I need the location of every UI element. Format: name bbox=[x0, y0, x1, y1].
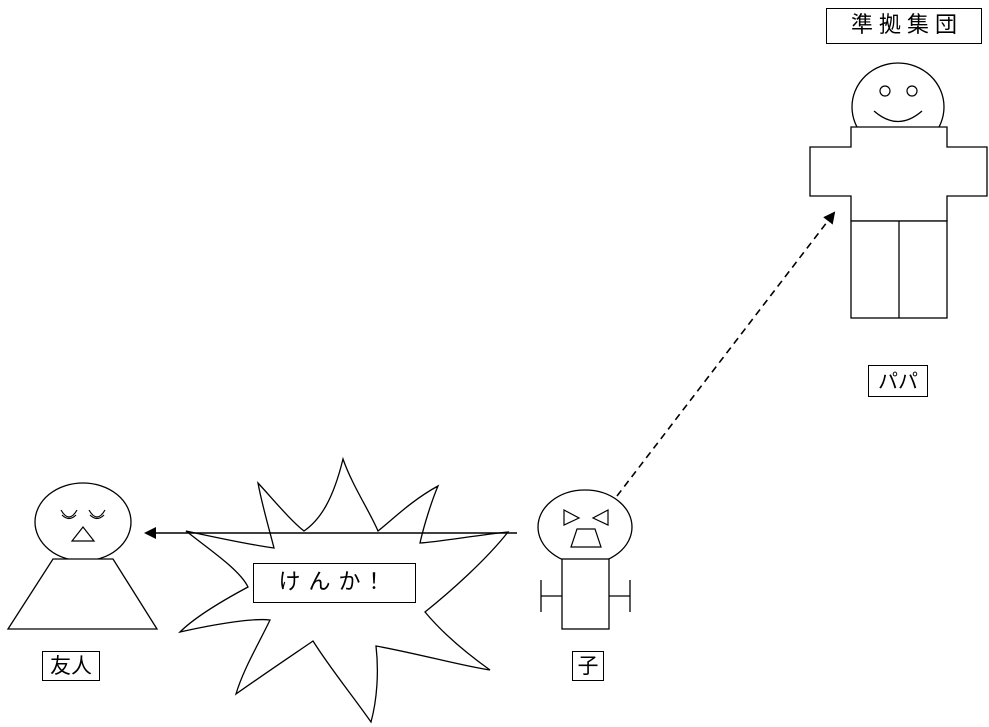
papa-figure bbox=[809, 62, 988, 319]
papa-torso bbox=[809, 126, 988, 222]
papa-label: パパ bbox=[868, 365, 928, 397]
arrow-child-to-papa bbox=[616, 211, 836, 497]
papa-right-eye bbox=[906, 85, 918, 97]
papa-mouth bbox=[873, 110, 923, 123]
child-figure bbox=[537, 489, 633, 630]
child-left-eye bbox=[563, 509, 581, 526]
friend-figure bbox=[6, 482, 159, 630]
friend-body bbox=[6, 558, 159, 630]
reference-group-label: 準拠集団 bbox=[826, 8, 982, 44]
papa-left-eye bbox=[879, 85, 891, 97]
child-mouth bbox=[570, 528, 602, 548]
child-body bbox=[561, 558, 610, 630]
child-label: 子 bbox=[572, 651, 604, 681]
friend-right-eye bbox=[88, 509, 106, 520]
friend-label: 友人 bbox=[42, 651, 100, 681]
friend-mouth bbox=[70, 526, 96, 542]
child-right-eye bbox=[591, 509, 609, 526]
friend-left-eye bbox=[60, 509, 78, 520]
fight-label: けんか！ bbox=[253, 563, 416, 603]
friend-head bbox=[34, 482, 132, 562]
child-head bbox=[537, 489, 633, 565]
